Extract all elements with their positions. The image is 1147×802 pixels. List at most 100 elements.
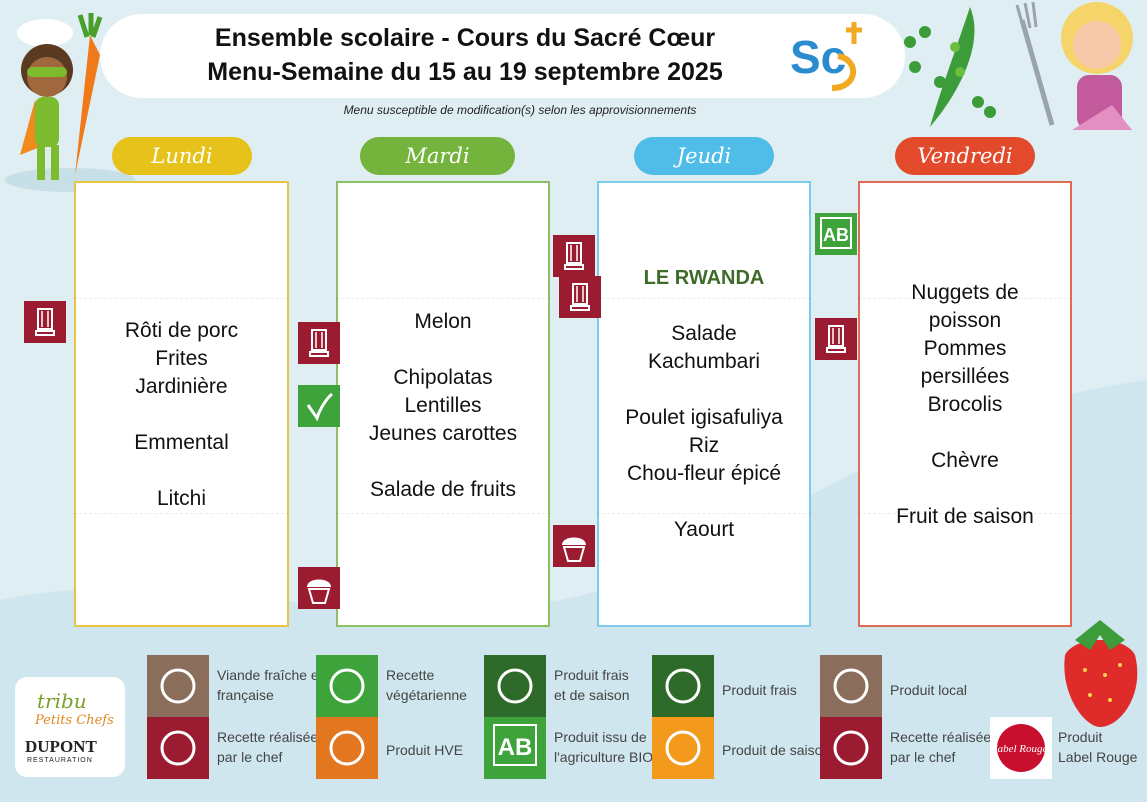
menu-spacer	[860, 419, 1070, 447]
peas-decoration	[904, 7, 996, 127]
vegetarian-leaf-icon	[316, 655, 378, 717]
legend-label-line1: Viande fraîche et	[217, 667, 323, 683]
svg-text:AB: AB	[498, 734, 533, 761]
legend-label: Recette réalisée par le chef	[890, 727, 991, 767]
legend-label: Produit issu de l'agriculture BIO	[554, 727, 653, 767]
chef-toque-icon	[815, 318, 857, 360]
menu-item: Salade de fruits	[370, 478, 516, 501]
legend-label-line1: Recette réalisée	[217, 729, 319, 745]
legend-label: Produit de saison	[722, 740, 830, 760]
header-banner	[100, 14, 905, 98]
menu-item: Emmental	[134, 431, 229, 454]
menu-item: Jeunes carottes	[368, 422, 518, 445]
meat-icon	[147, 655, 209, 717]
title-line1: Ensemble scolaire - Cours du Sacré Cœur	[214, 24, 716, 52]
menu-item: Chèvre	[931, 449, 999, 472]
cupcake-icon	[553, 525, 595, 567]
menu-spacer	[338, 448, 548, 476]
menu-spacer	[599, 488, 809, 516]
chef-toque-icon	[559, 276, 601, 318]
legend-label-line1: Produit frais	[554, 667, 629, 683]
legend-label-line2: végétarienne	[386, 687, 467, 703]
season-icon	[652, 717, 714, 779]
menu-item: Brocolis	[927, 393, 1003, 416]
school-logo: Sc	[790, 22, 862, 91]
brand-logos: tribu Petits Chefs DUPONT RESTAURATION	[15, 677, 125, 777]
svg-text:label Rouge: label Rouge	[995, 743, 1048, 755]
legend-label: Produit frais	[722, 680, 797, 700]
svg-text:Sc: Sc	[790, 31, 846, 83]
menu-item: Litchi	[156, 487, 207, 510]
tag-lundi: Lundi	[112, 137, 252, 175]
menu-spacer	[76, 401, 287, 429]
chef-toque-icon	[147, 717, 209, 779]
strawberry-decoration	[1064, 620, 1138, 727]
tribu-logo-sub: Petits Chefs	[35, 713, 114, 728]
tag-mardi: Mardi	[360, 137, 515, 175]
menu-item: Frites	[155, 347, 208, 370]
menu-jeudi-special: LE RWANDA	[643, 267, 765, 289]
menu-item: Rôti de porc	[124, 319, 239, 342]
hve-icon	[316, 717, 378, 779]
legend-label: Recette végétarienne	[386, 665, 467, 705]
legend-label-line1: Produit frais	[722, 682, 797, 698]
menu-spacer	[338, 336, 548, 364]
menu-item: Poulet igisafuliya	[625, 406, 783, 429]
tag-jeudi: Jeudi	[634, 137, 774, 175]
cupcake-icon	[820, 717, 882, 779]
menu-item: poisson	[928, 309, 1002, 332]
mascot-boy-with-carrot	[17, 13, 103, 180]
menu-item: Yaourt	[673, 518, 735, 541]
legend-label: Produit local	[890, 680, 967, 700]
legend-label-line1: Recette réalisée	[890, 729, 992, 745]
label-rouge-icon: label Rouge	[990, 717, 1052, 779]
legend-label-line1: Produit	[1058, 729, 1103, 745]
legend-label-line1: Recette	[386, 667, 435, 683]
chef-toque-icon	[24, 301, 66, 343]
subtitle-note: Menu susceptible de modification(s) selo…	[343, 103, 697, 117]
legend-label: Produit HVE	[386, 740, 463, 760]
legend-label: Recette réalisée par le chef	[217, 727, 318, 767]
legend-label-line2: par le chef	[890, 749, 956, 765]
location-pin-icon	[820, 655, 882, 717]
legend-label-line1: Produit issu de	[554, 729, 647, 745]
legend-label-line2: l'agriculture BIO	[554, 749, 654, 765]
menu-item: Jardinière	[135, 375, 228, 398]
dupont-logo: DUPONT	[25, 737, 97, 756]
mascot-girl-with-fork	[1015, 1, 1133, 130]
organic-ab-icon: AB	[484, 717, 546, 779]
menu-spacer	[599, 376, 809, 404]
menu-item: Melon	[414, 310, 472, 333]
menu-item: Pommes	[923, 337, 1007, 360]
menu-spacer	[76, 457, 287, 485]
legend-label-line1: Produit HVE	[386, 742, 464, 758]
menu-spacer	[860, 475, 1070, 503]
cupcake-icon	[298, 567, 340, 609]
restauration-text: RESTAURATION	[27, 757, 93, 764]
menu-item: Chipolatas	[393, 366, 493, 389]
vegetarian-leaf-icon	[298, 385, 340, 427]
menu-item: Lentilles	[404, 394, 482, 417]
legend-label-line2: par le chef	[217, 749, 283, 765]
chef-toque-icon	[298, 322, 340, 364]
menu-item: Chou-fleur épicé	[626, 462, 782, 485]
organic-ab-icon: AB	[815, 213, 857, 255]
tag-vendredi: Vendredi	[895, 137, 1035, 175]
menu-item: Riz	[688, 434, 720, 457]
tribu-logo: tribu	[37, 689, 87, 713]
fresh-season-icon	[484, 655, 546, 717]
fresh-crate-icon	[652, 655, 714, 717]
title-line2: Menu-Semaine du 15 au 19 septembre 2025	[207, 58, 723, 86]
svg-text:AB: AB	[823, 225, 849, 245]
menu-item: Kachumbari	[647, 350, 761, 373]
menu-item: persillées	[920, 365, 1010, 388]
legend-label-line2: Label Rouge	[1058, 749, 1138, 765]
